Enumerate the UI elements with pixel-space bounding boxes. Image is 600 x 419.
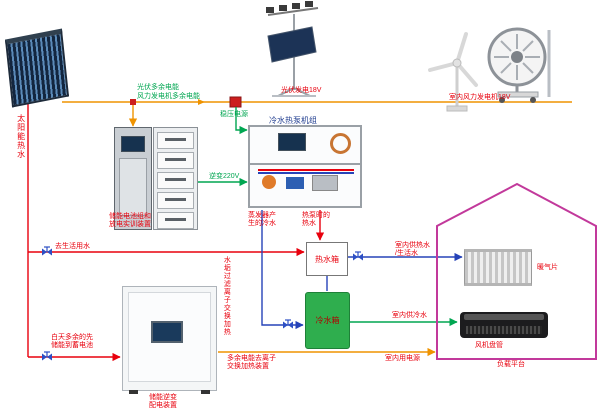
training-rack-cabinet [153,127,198,230]
hot-water-tank: 热水箱 [306,242,348,276]
valve-icon [42,246,52,256]
cold-water-tank-label: 冷水箱 [315,316,340,325]
label-day-surplus: 白天多余的先 储能到蓄电池 [51,334,93,350]
rack-module [157,212,194,229]
cabinet-door-panel [119,158,147,216]
label-solar-hot-water: 太阳能热水 [16,114,26,159]
label-filter-heat: 水垢过滤离子交换加热 [223,256,231,336]
tracker-pv-panel-icon [267,26,317,63]
storage-inverter-cabinet [122,286,217,394]
label-pv-gen: 光伏发电18V [281,87,322,94]
label-load-platform: 负载平台 [497,361,525,368]
inverter-screen [151,321,183,343]
house-outline [436,182,597,360]
radiator [464,249,532,286]
fan-coil-top [464,314,544,320]
copper-coil-icon [330,133,351,154]
battery-cabinet [114,127,152,230]
voltage-regulator-icon [229,96,242,108]
hot-water-tank-label: 热水箱 [315,254,339,264]
valve-icon [353,251,363,261]
label-radiator: 暖气片 [537,264,558,271]
wind-turbine [428,32,478,112]
label-indoor-cold: 室内供冷水 [392,312,427,319]
bus-junction-icon [130,99,136,105]
fan-coil-grille [466,326,542,334]
regulated-power-line [235,107,248,135]
bench-control-screen [278,133,306,151]
cabinet-foot [129,390,138,394]
sun-simulator-lamps-icon [266,1,313,13]
label-surplus-heat: 多余电能去离子 交换加热装置 [227,355,276,371]
compressor-icon [262,175,276,189]
label-heatpump-hot: 热泵时的 热水 [302,212,330,228]
solar-thermal-collector [4,28,70,108]
label-indoor-hot: 室内供热水 /生活水 [395,242,430,258]
valve-icon [42,351,52,361]
label-indoor-power: 室内用电源 [385,355,420,362]
wind-tunnel-fan [487,27,551,103]
label-pv-surplus: 光伏多余电能 [137,84,179,91]
label-wind-surplus: 风力发电机多余电能 [137,93,200,100]
label-wind-gen: 室内风力发电机18V [449,94,511,101]
label-inverter-220v: 逆变220V [209,173,240,180]
solar-tracker [266,1,319,97]
bench-hot-pipe [258,169,354,171]
label-battery-cabinet: 储能电池组和 放电实训装置 [109,213,151,229]
label-inverter-cabinet: 储能逆变 配电装置 [149,394,177,410]
rack-module [157,192,194,209]
bus-flow-arrow-icon [198,99,205,105]
rack-module [157,172,194,189]
label-fan-coil: 风机盘管 [475,342,503,349]
fan-coil-unit [460,312,548,338]
cabinet-screen [121,136,145,152]
pump-icon [286,177,304,189]
rack-module [157,152,194,169]
bench-cold-pipe [258,172,354,174]
label-evaporator-cold: 蒸发器产 生的冷水 [248,212,276,228]
label-heat-pump-unit: 冷水热泵机组 [269,116,317,125]
bench-shelf-divider [250,163,360,165]
cabinet-foot [201,390,210,394]
cold-water-tank: 冷水箱 [305,292,350,349]
label-to-domestic: 去生活用水 [55,243,90,250]
label-regulator: 稳压电源 [220,111,248,118]
valve-icon [283,319,293,329]
heat-pump-bench [248,125,362,208]
heat-exchanger-icon [312,175,338,191]
fan-blades-icon [494,34,540,80]
rack-module [157,132,194,149]
